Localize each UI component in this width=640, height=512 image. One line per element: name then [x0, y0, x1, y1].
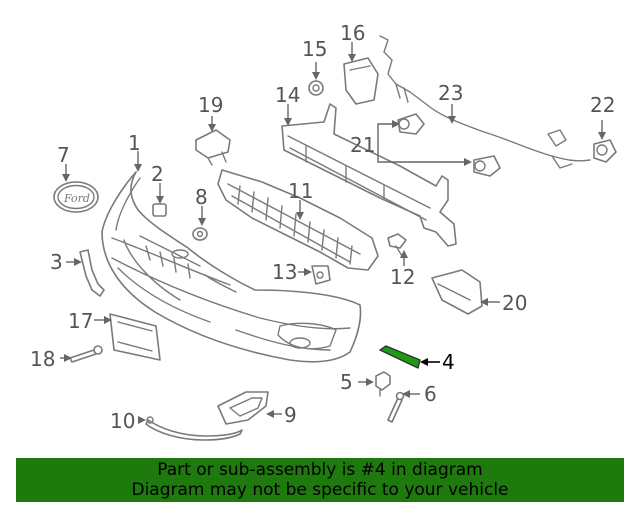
part-19-sensor[interactable] — [195, 129, 231, 166]
part-21-sensors[interactable] — [397, 113, 501, 177]
part-13-clip[interactable] — [311, 265, 331, 285]
callout-7: 7 — [57, 143, 70, 167]
callout-8: 8 — [195, 185, 208, 209]
svg-text:Ford: Ford — [63, 192, 90, 205]
callout-21: 21 — [350, 133, 375, 157]
part-5-pin[interactable] — [375, 371, 391, 397]
part-10-trim[interactable] — [145, 416, 243, 441]
leader-lines — [60, 42, 606, 424]
part-14-reinforcement[interactable] — [281, 103, 457, 247]
part-2-clip[interactable] — [152, 203, 167, 217]
part-1-bumper-cover[interactable] — [101, 171, 362, 363]
part-22-sensor[interactable] — [593, 139, 617, 163]
part-3-bracket[interactable] — [79, 249, 105, 297]
part-12-bolt[interactable] — [387, 233, 407, 257]
callout-16: 16 — [340, 21, 365, 45]
callout-20: 20 — [502, 291, 527, 315]
callout-15: 15 — [302, 37, 327, 61]
callout-numbers: 1 2 3 4 5 6 7 8 9 10 11 12 13 14 15 16 1… — [30, 21, 615, 433]
callout-22: 22 — [590, 93, 615, 117]
part-8-nut[interactable] — [192, 227, 208, 241]
part-9-bezel[interactable] — [217, 391, 269, 425]
part-11-absorber[interactable] — [217, 169, 379, 271]
part-7-emblem[interactable]: Ford — [53, 181, 99, 213]
part-16-bracket[interactable] — [343, 57, 379, 105]
callout-23: 23 — [438, 81, 463, 105]
part-20-deflector[interactable] — [431, 269, 483, 315]
callout-18: 18 — [30, 347, 55, 371]
callout-13: 13 — [272, 260, 297, 284]
callout-11: 11 — [288, 179, 313, 203]
part-17-plate-bracket[interactable] — [109, 313, 161, 361]
callout-1: 1 — [128, 131, 141, 155]
callout-19: 19 — [198, 93, 223, 117]
part-23-wiring[interactable] — [379, 35, 591, 169]
parts-diagram: Ford — [30, 21, 617, 441]
callout-12: 12 — [390, 265, 415, 289]
part-4-bracket-highlighted[interactable] — [379, 345, 421, 369]
callout-17: 17 — [68, 309, 93, 333]
callout-9: 9 — [284, 403, 297, 427]
callout-6: 6 — [424, 382, 437, 406]
info-banner: Part or sub-assembly is #4 in diagram Di… — [16, 458, 624, 502]
callout-10: 10 — [110, 409, 135, 433]
callout-4: 4 — [442, 350, 455, 374]
banner-line-1: Part or sub-assembly is #4 in diagram — [157, 460, 483, 480]
callout-2: 2 — [151, 162, 164, 186]
callout-5: 5 — [340, 370, 353, 394]
part-15-nut[interactable] — [308, 80, 324, 96]
callout-3: 3 — [50, 250, 63, 274]
part-18-screw[interactable] — [69, 345, 103, 363]
part-6-screw[interactable] — [387, 391, 405, 423]
callout-14: 14 — [275, 83, 300, 107]
banner-line-2: Diagram may not be specific to your vehi… — [131, 480, 509, 500]
